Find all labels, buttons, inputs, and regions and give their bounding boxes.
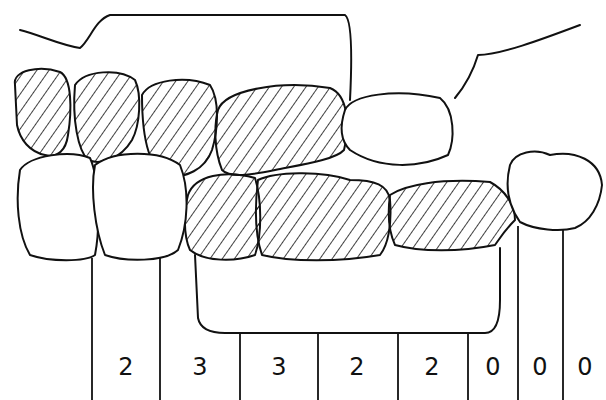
table-lines <box>92 226 563 400</box>
table-cell: 0 <box>577 355 592 379</box>
table-cell: 2 <box>424 355 439 379</box>
table-cell: 0 <box>485 355 500 379</box>
table-cell: 3 <box>192 355 207 379</box>
table-cell: 2 <box>118 355 133 379</box>
table-cell: 0 <box>532 355 547 379</box>
table-cell: 2 <box>349 355 364 379</box>
hatched-teeth <box>15 69 515 260</box>
table-cell: 3 <box>271 355 286 379</box>
denture-outline <box>20 15 580 333</box>
natural-teeth <box>18 93 602 260</box>
